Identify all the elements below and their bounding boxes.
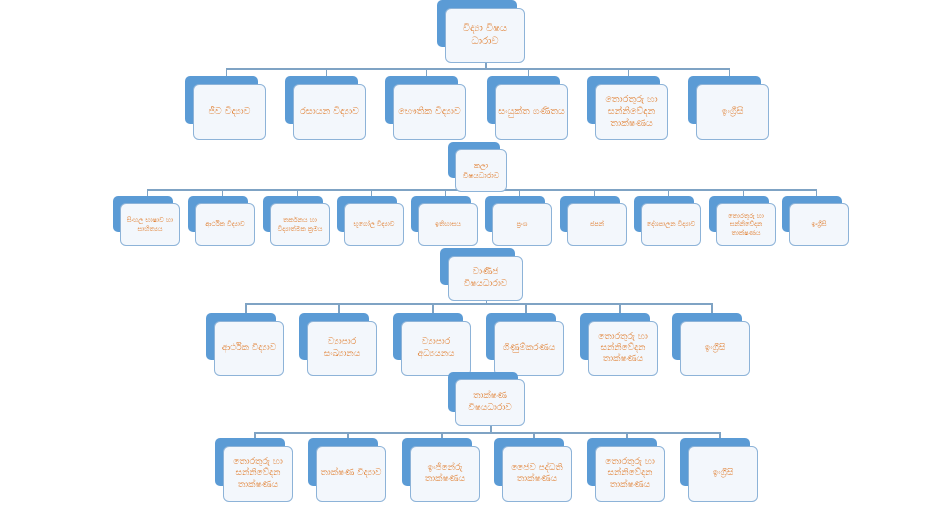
connector-drop	[425, 68, 427, 76]
subject-node-label: භෞතික විද්‍යාව	[398, 106, 461, 118]
stream-node: විද්‍යා විෂය ධාරාව	[445, 8, 525, 63]
subject-node-label: තර්කනය හා විද්‍යාත්මක ක්‍රමය	[277, 216, 323, 233]
stream-node-label: විද්‍යා විෂය ධාරාව	[462, 23, 508, 47]
connector-drop	[593, 189, 595, 196]
connector-drop	[627, 68, 629, 76]
subject-node-label: ඉංග්‍රීසි	[704, 342, 726, 353]
connector-bar	[245, 303, 711, 305]
connector-drop	[518, 189, 520, 196]
subject-node: ආර්ථික විද්‍යාව	[214, 321, 284, 376]
subject-node-label: ඉංජිනේරු තාක්ෂණය	[424, 462, 466, 484]
connector-bar	[254, 432, 719, 434]
subject-node-label: ජෛව පද්ධති තාක්ෂණය	[511, 462, 563, 484]
subject-node-label: තොරතුරු හා සන්නිවේදන තාක්ෂණය	[598, 331, 648, 365]
connector-drop	[626, 432, 628, 438]
connector-bar	[225, 68, 729, 70]
subject-node: ඉංජිනේරු තාක්ෂණය	[410, 446, 480, 502]
connector-drop	[533, 432, 535, 438]
subject-node-label: ඉංග්‍රීසි	[721, 106, 744, 118]
connector-stem	[490, 426, 492, 432]
connector-drop	[245, 303, 247, 313]
subject-node: ඉතිහාසය	[418, 203, 478, 246]
connector-drop	[525, 303, 527, 313]
connector-drop	[432, 303, 434, 313]
stream-node: තාක්ෂණ විෂයධාරාව	[455, 379, 525, 426]
subject-node-label: භූගෝල විද්‍යාව	[353, 220, 395, 229]
connector-stem	[485, 301, 487, 303]
subject-node-label: තොරතුරු හා සන්නිවේදන තාක්ෂණය	[728, 212, 764, 237]
subject-node-label: තොරතුරු හා සන්නිවේදන තාක්ෂණය	[605, 457, 655, 490]
subject-node-label: තොරතුරු හා සන්නිවේදන තාක්ෂණය	[605, 94, 658, 129]
connector-drop	[728, 68, 730, 76]
subject-node: ඉංග්‍රීසි	[789, 203, 849, 246]
connector-drop	[815, 189, 817, 196]
connector-stem	[485, 63, 487, 68]
subject-node: තොරතුරු හා සන්නිවේදන තාක්ෂණය	[716, 203, 776, 246]
subject-node: සංයුක්ත ගණිතය	[495, 84, 568, 140]
subject-node: තොරතුරු හා සන්නිවේදන තාක්ෂණය	[588, 321, 658, 376]
subject-node: භූගෝල විද්‍යාව	[344, 203, 404, 246]
subject-node-label: රසායන විද්‍යාව	[300, 106, 359, 118]
subject-node: ව්‍යාපාර අධ්‍යයනය	[401, 321, 471, 376]
connector-drop	[338, 303, 340, 313]
subject-node: තර්කනය හා විද්‍යාත්මක ක්‍රමය	[270, 203, 330, 246]
subject-node: ගිණුම්කරණය	[494, 321, 564, 376]
subject-node: සිංහල භාෂාව හා සාහිත්‍යය	[120, 203, 180, 246]
subject-node: ජීව විද්‍යාව	[193, 84, 266, 140]
subject-node: ඉංග්‍රීසි	[680, 321, 750, 376]
connector-drop	[225, 68, 227, 76]
subject-node: ඉංග්‍රීසි	[696, 84, 769, 140]
subject-node: ජෛව පද්ධති තාක්ෂණය	[502, 446, 572, 502]
subject-node-label: ව්‍යාපාර සංඛ්‍යානය	[323, 337, 361, 359]
connector-drop	[527, 68, 529, 76]
subject-node-label: ගිණුම්කරණය	[502, 342, 556, 353]
subject-node: ව්‍යාපාර සංඛ්‍යානය	[307, 321, 377, 376]
subject-node-label: ආර්ථික විද්‍යාව	[205, 220, 245, 229]
subject-node-label: ඉංග්‍රීසි	[712, 468, 734, 479]
subject-node-label: ව්‍යාපාර අධ්‍යයනය	[417, 337, 455, 359]
connector-drop	[444, 189, 446, 196]
subject-node: ආර්ථික විද්‍යාව	[195, 203, 255, 246]
subject-node: භෞතික විද්‍යාව	[393, 84, 466, 140]
subject-node: තොරතුරු හා සන්නිවේදන තාක්ෂණය	[595, 446, 665, 502]
subject-node: තාක්ෂණ විද්‍යාව	[316, 446, 386, 502]
stream-node-label: වාණිජ විෂයධාරාව	[463, 267, 508, 289]
subject-node-label: දේශපාලන විද්‍යාව	[646, 220, 696, 229]
connector-drop	[441, 432, 443, 438]
connector-drop	[742, 189, 744, 196]
stream-node: කලා විෂයධාරාව	[455, 149, 507, 192]
connector-drop	[254, 432, 256, 438]
subject-node-label: ආර්ථික විද්‍යාව	[221, 342, 277, 353]
connector-drop	[221, 189, 223, 196]
connector-drop	[296, 189, 298, 196]
subject-node-label: සිංහල භාෂාව හා සාහිත්‍යය	[126, 216, 174, 233]
connector-drop	[719, 432, 721, 438]
stream-node-label: තාක්ෂණ විෂයධාරාව	[468, 391, 512, 413]
subject-node: දේශපාලන විද්‍යාව	[641, 203, 701, 246]
subject-node-label: ජීව විද්‍යාව	[208, 106, 251, 118]
subject-node: තොරතුරු හා සන්නිවේදන තාක්ෂණය	[223, 446, 293, 502]
subject-node: ප්‍රංශ	[492, 203, 552, 246]
stream-node: වාණිජ විෂයධාරාව	[448, 256, 523, 301]
connector-drop	[619, 303, 621, 313]
subject-node-label: ප්‍රංශ	[516, 220, 528, 229]
connector-drop	[667, 189, 669, 196]
stream-node-label: කලා විෂයධාරාව	[462, 161, 500, 180]
connector-drop	[146, 189, 148, 196]
connector-drop	[711, 303, 713, 313]
subject-node-label: සංයුක්ත ගණිතය	[498, 106, 565, 118]
subject-node-label: තොරතුරු හා සන්නිවේදන තාක්ෂණය	[233, 457, 283, 490]
subject-node: ජපන්	[567, 203, 627, 246]
connector-drop	[347, 432, 349, 438]
subject-node-label: ඉංග්‍රීසි	[811, 220, 827, 229]
subject-node: තොරතුරු හා සන්නිවේදන තාක්ෂණය	[595, 84, 668, 140]
connector-drop	[325, 68, 327, 76]
subject-node-label: තාක්ෂණ විද්‍යාව	[320, 468, 382, 479]
subject-node-label: ඉතිහාසය	[435, 220, 461, 229]
subject-node: රසායන විද්‍යාව	[293, 84, 366, 140]
subject-node: ඉංග්‍රීසි	[688, 446, 758, 502]
subject-node-label: ජපන්	[589, 220, 605, 229]
connector-drop	[370, 189, 372, 196]
